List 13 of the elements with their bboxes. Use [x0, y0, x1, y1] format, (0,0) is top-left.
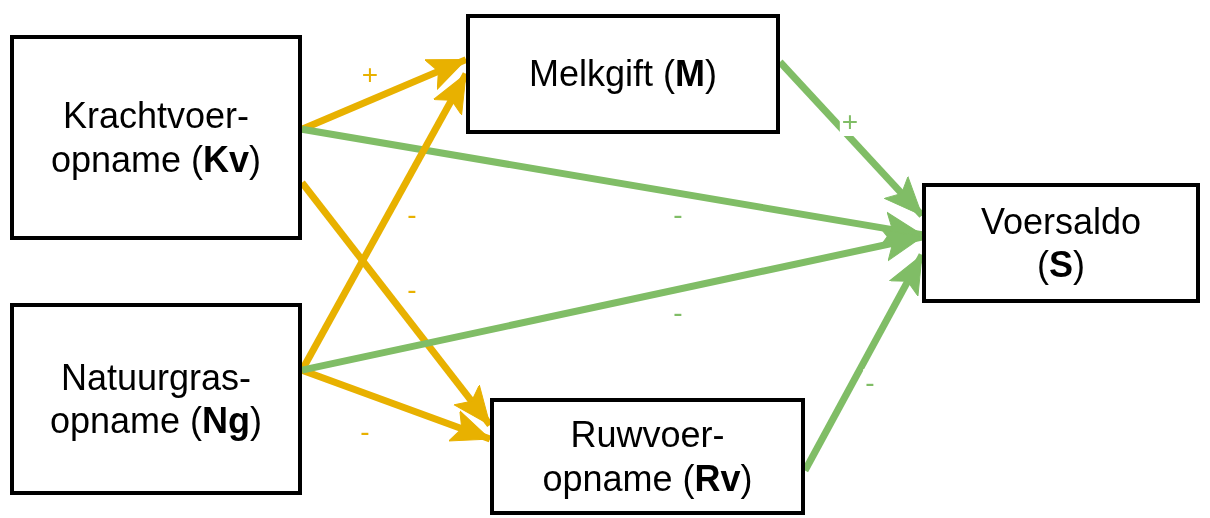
arrow — [301, 125, 923, 245]
node-label: Natuurgras- opname (Ng) — [48, 355, 264, 443]
process-box — [466, 14, 780, 134]
node-label: Voersaldo (S) — [979, 199, 1143, 287]
node-label: Ruwvoer- opname (Rv) — [541, 413, 754, 500]
process-box — [10, 303, 302, 495]
process-box — [490, 398, 805, 515]
process-box — [922, 183, 1200, 303]
arrow — [777, 59, 925, 218]
node-label: Melkgift (M) — [529, 52, 717, 96]
node-label: Krachtvoer- opname (Kv) — [49, 94, 263, 181]
process-box — [10, 35, 302, 240]
arrow — [301, 228, 923, 374]
